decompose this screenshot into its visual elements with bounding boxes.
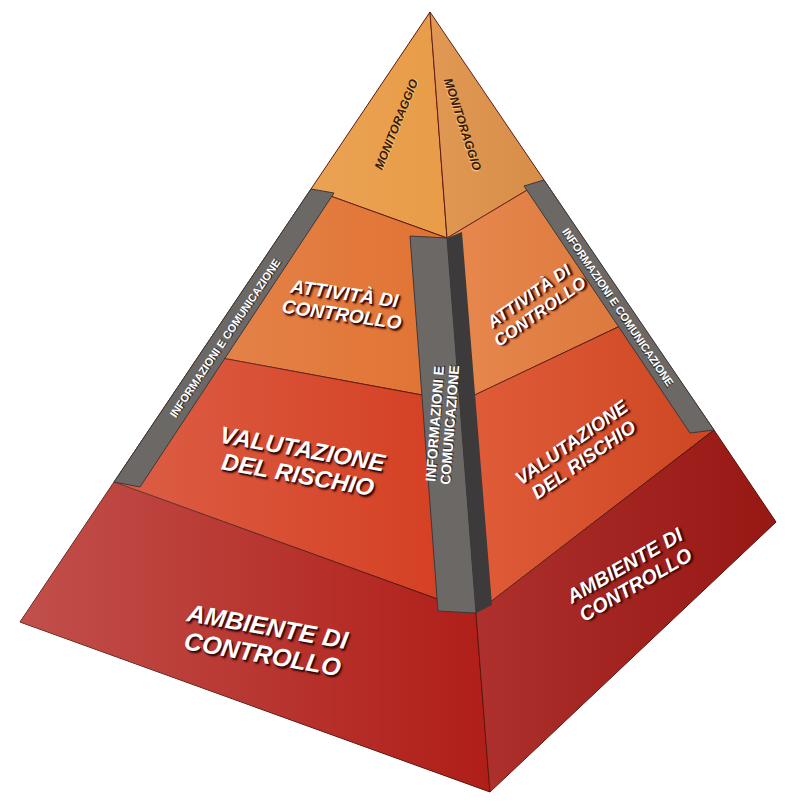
stage: MONITORAGGIOMONITORAGGIOINFORMAZIONI E C… — [0, 0, 794, 812]
